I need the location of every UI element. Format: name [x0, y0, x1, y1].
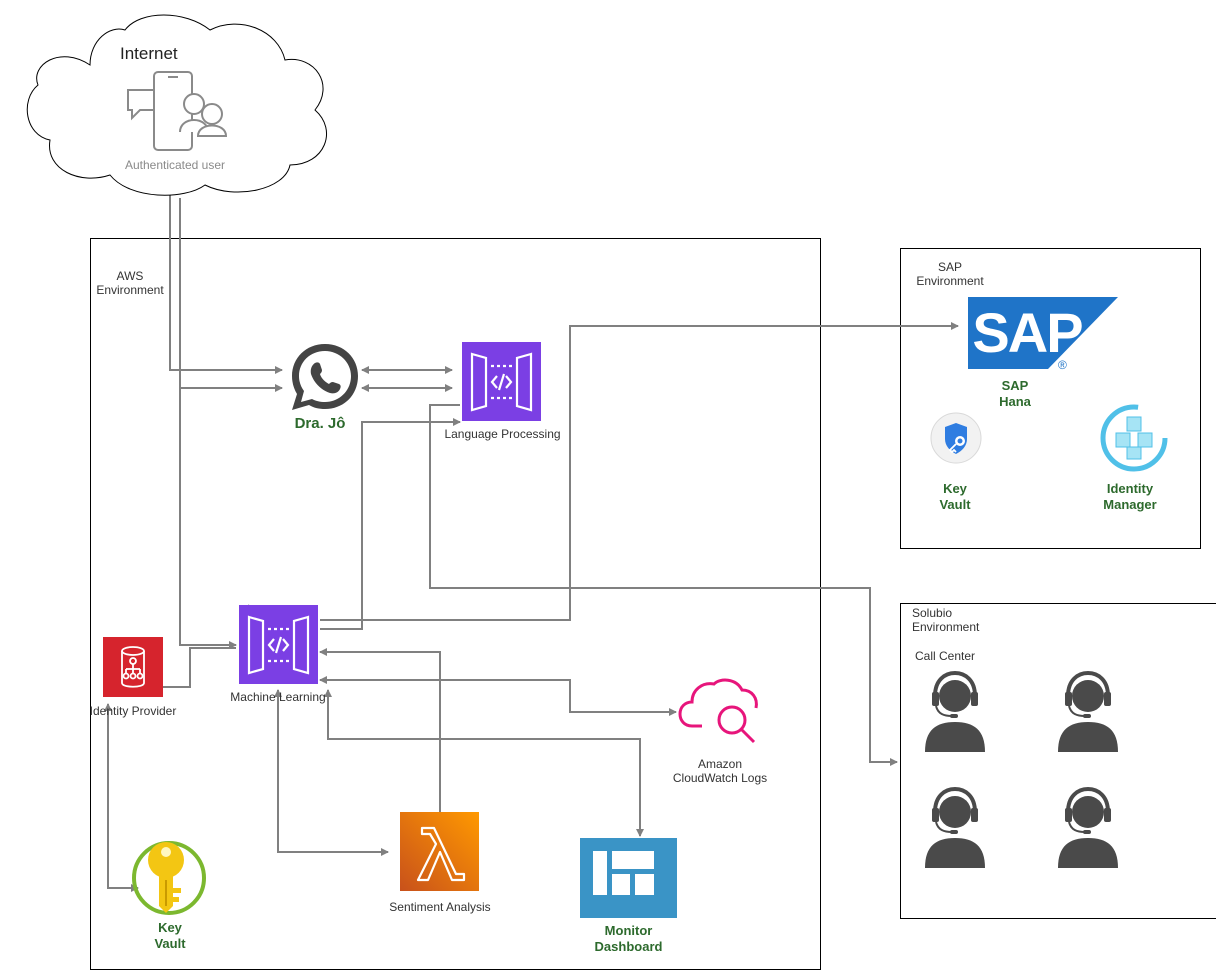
key-vault-line1: Key	[158, 920, 182, 935]
sentiment-analysis-icon	[400, 812, 479, 891]
call-center-agent-icon	[925, 670, 985, 752]
edge-ml-cloudwatch	[319, 676, 677, 716]
machine-learning-label: Machine Learning	[230, 690, 326, 704]
whatsapp-label: Dra. Jô	[294, 415, 346, 432]
key-vault-line2: Vault	[154, 936, 186, 951]
sap-key-vault-line2: Vault	[939, 497, 971, 512]
edge-ml-sentiment	[274, 689, 389, 856]
edge-user-to-whatsapp-1	[169, 160, 283, 374]
sap-key-vault-icon	[930, 412, 982, 464]
identity-manager-line1: Identity	[1106, 481, 1154, 496]
identity-provider-label: Identity Provider	[89, 704, 177, 718]
monitor-line2: Dashboard	[594, 939, 663, 954]
key-vault-icon	[132, 841, 206, 915]
sap-hana-label: SAP Hana	[985, 378, 1045, 410]
edge-idp-to-ml	[163, 647, 236, 688]
sap-label-line2: Environment	[916, 274, 984, 288]
sap-environment-box	[900, 248, 1201, 549]
solubio-environment-label: Solubio Environment	[912, 606, 979, 634]
identity-provider-icon	[103, 637, 163, 697]
solubio-label-line2: Environment	[912, 620, 980, 634]
edge-idp-keyvault	[104, 703, 139, 892]
sap-label-line1: SAP	[937, 260, 962, 274]
call-center-agent-icon	[925, 786, 985, 868]
language-processing-icon	[462, 342, 541, 421]
sap-logo	[968, 297, 1118, 369]
whatsapp-icon	[292, 344, 358, 410]
call-center-label: Call Center	[915, 649, 976, 663]
monitor-dashboard-label: Monitor Dashboard	[570, 923, 687, 955]
call-center-agent-icon	[1058, 670, 1118, 752]
cloudwatch-logs-label: Amazon CloudWatch Logs	[660, 757, 780, 785]
sap-registered-mark: ®	[1058, 358, 1067, 372]
sap-hana-line2: Hana	[999, 394, 1031, 409]
key-vault-label: Key Vault	[130, 920, 210, 952]
edge-user-to-ml	[179, 388, 237, 649]
sap-key-vault-label: Key Vault	[920, 481, 990, 513]
sap-hana-line1: SAP	[1001, 378, 1029, 393]
edge-user-to-whatsapp-2	[179, 198, 283, 392]
cloudwatch-line1: Amazon	[697, 757, 743, 771]
sentiment-analysis-label: Sentiment Analysis	[389, 900, 491, 914]
sap-environment-label: SAP Environment	[910, 260, 990, 288]
edge-language-to-solubio	[429, 404, 898, 766]
cloudwatch-logs-icon	[678, 678, 758, 744]
edge-ml-to-language	[320, 418, 461, 630]
identity-manager-label: Identity Manager	[1090, 481, 1170, 513]
sap-logo-text: SAP	[972, 301, 1083, 364]
aws-environment-label: AWS Environment	[92, 269, 168, 297]
solubio-label-line1: Solubio	[912, 606, 953, 620]
sap-key-vault-line1: Key	[943, 481, 967, 496]
identity-manager-line2: Manager	[1103, 497, 1157, 512]
cloudwatch-line2: CloudWatch Logs	[672, 771, 768, 785]
monitor-line1: Monitor	[604, 923, 653, 938]
aws-label-line2: Environment	[96, 283, 164, 297]
internet-cloud	[26, 14, 327, 196]
language-processing-label: Language Processing	[444, 427, 561, 441]
internet-label: Internet	[120, 44, 178, 63]
monitor-dashboard-icon	[580, 838, 677, 918]
edge-sentiment-ml	[319, 648, 476, 819]
aws-label-line1: AWS	[116, 269, 144, 283]
identity-manager-icon	[1100, 404, 1168, 472]
authenticated-user-icon	[127, 71, 228, 151]
edge-ml-to-sap	[320, 322, 959, 621]
authenticated-user-label: Authenticated user	[124, 158, 226, 172]
solubio-environment-box	[900, 603, 1216, 919]
call-center-agent-icon	[1058, 786, 1118, 868]
machine-learning-icon	[239, 605, 318, 684]
